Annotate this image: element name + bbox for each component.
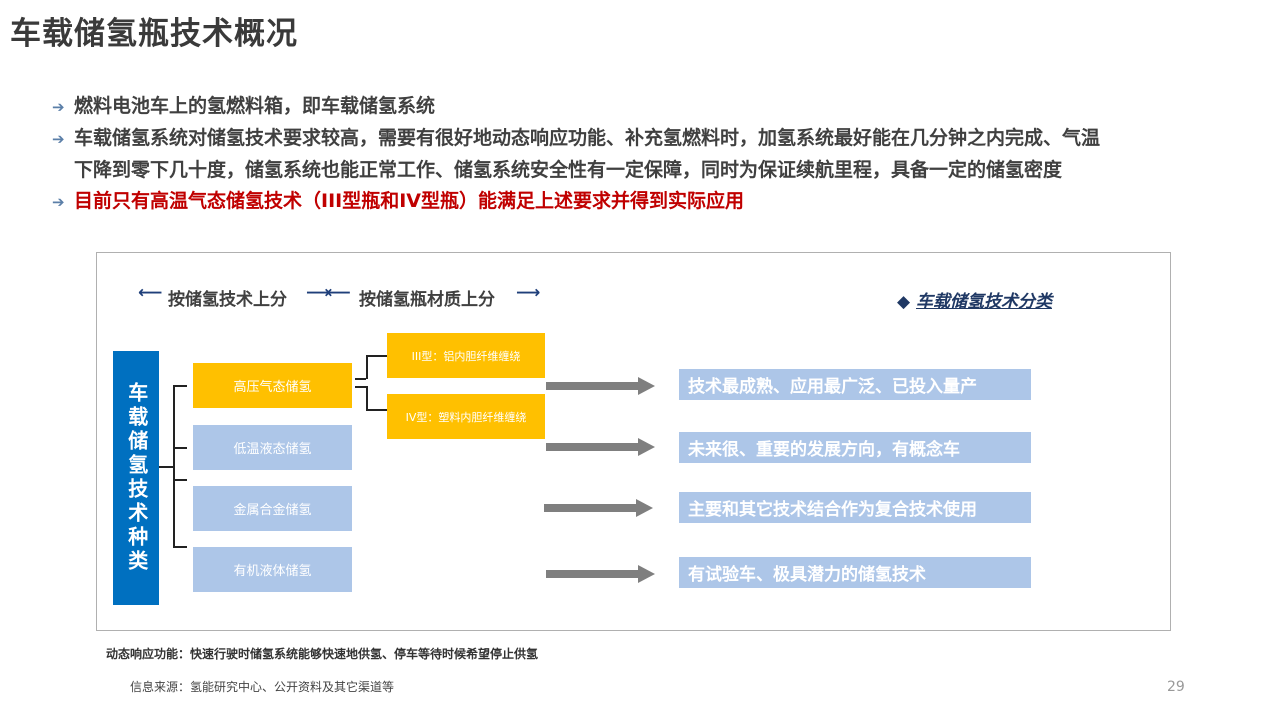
connector [173,479,187,481]
diamond-icon: ◆ [897,292,916,312]
connector [159,466,173,468]
header-by-material: 按储氢瓶材质上分 [359,290,495,310]
arrow-icon [546,377,655,395]
method-metal-alloy: 金属合金储氢 [193,486,352,531]
bullet-3: ➔目前只有高温气态储氢技术（III型瓶和IV型瓶）能满足上述要求并得到实际应用 [52,185,744,218]
bullet-2-cont: 下降到零下几十度，储氢系统也能正常工作、储氢系统安全性有一定保障，同时为保证续航… [74,159,1063,181]
split-arrow-icon: ⟶⟵ [306,283,351,303]
connector [173,447,187,449]
page-number: 29 [1167,679,1185,695]
connector [355,386,366,388]
left-arrow-icon: ⟵ [138,283,163,303]
result-1: 技术最成熟、应用最广泛、已投入量产 [679,369,1031,400]
footnote: 动态响应功能：快速行驶时储氢系统能够快速地供氢、停车等待时候希望停止供氢 [106,647,539,661]
method-organic-liquid: 有机液体储氢 [193,547,352,592]
page-title: 车载储氢瓶技术概况 [10,16,298,52]
root-node: 车载储氢技术种类 [113,351,159,605]
type-iii: III型：铝内胆纤维缠绕 [387,333,545,378]
bullet-2: ➔车载储氢系统对储氢技术要求较高，需要有很好地动态响应功能、补充氢燃料时，加氢系… [52,122,1100,155]
method-high-pressure: 高压气态储氢 [193,363,352,408]
connector [173,385,175,547]
source-note: 信息来源：氢能研究中心、公开资料及其它渠道等 [130,680,395,694]
arrow-icon [546,565,655,583]
connector [173,385,187,387]
arrow-icon: ➔ [52,130,65,148]
connector [366,409,387,411]
header-by-technology: 按储氢技术上分 [168,290,287,310]
connector [366,355,387,357]
connector [173,546,187,548]
right-arrow-icon: ⟶ [516,283,541,303]
category-label: ◆ 车载储氢技术分类 [897,292,1052,312]
arrow-icon: ➔ [52,98,65,116]
type-iv: IV型：塑料内胆纤维缠绕 [387,394,545,439]
arrow-icon: ➔ [52,193,65,211]
connector [366,386,368,410]
result-3: 主要和其它技术结合作为复合技术使用 [679,492,1031,523]
arrow-icon [544,499,653,517]
connector [366,355,368,379]
connector [355,378,366,380]
result-4: 有试验车、极具潜力的储氢技术 [679,557,1031,588]
arrow-icon [546,438,655,456]
diagram-frame [96,252,1171,631]
bullet-1: ➔燃料电池车上的氢燃料箱，即车载储氢系统 [52,90,435,123]
result-2: 未来很、重要的发展方向，有概念车 [679,432,1031,463]
method-liquid: 低温液态储氢 [193,425,352,470]
